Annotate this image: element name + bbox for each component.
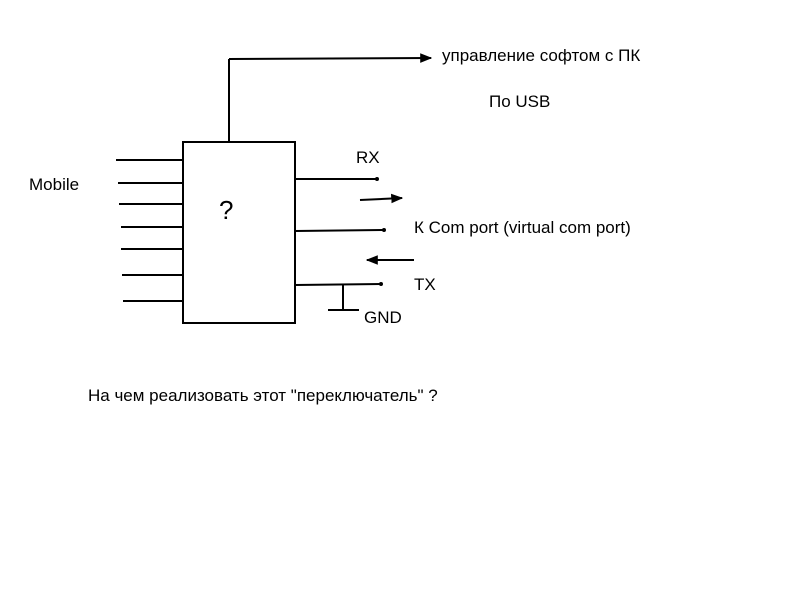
com-port-line-end-dot xyxy=(382,228,386,232)
com-port-label: К Com port (virtual com port) xyxy=(414,218,631,237)
com-port-out-arrow xyxy=(359,193,404,204)
rx-label: RX xyxy=(356,148,380,167)
tx-line-end-dot xyxy=(379,282,383,286)
usb-control-arrow xyxy=(228,53,433,63)
com-port-line xyxy=(294,229,386,232)
tx-line xyxy=(294,283,383,286)
rx-line-end-dot xyxy=(375,177,379,181)
usb-label: По USB xyxy=(489,92,550,111)
question-text: На чем реализовать этот "переключатель" … xyxy=(88,386,438,405)
mobile-label: Mobile xyxy=(29,175,79,194)
usb-control-label: управление софтом с ПК xyxy=(442,46,640,65)
tx-label: TX xyxy=(414,275,436,294)
switch-box-label: ? xyxy=(219,195,233,225)
switch-box xyxy=(182,141,296,324)
gnd-label: GND xyxy=(364,308,402,327)
mobile-pin-lines xyxy=(116,159,183,302)
